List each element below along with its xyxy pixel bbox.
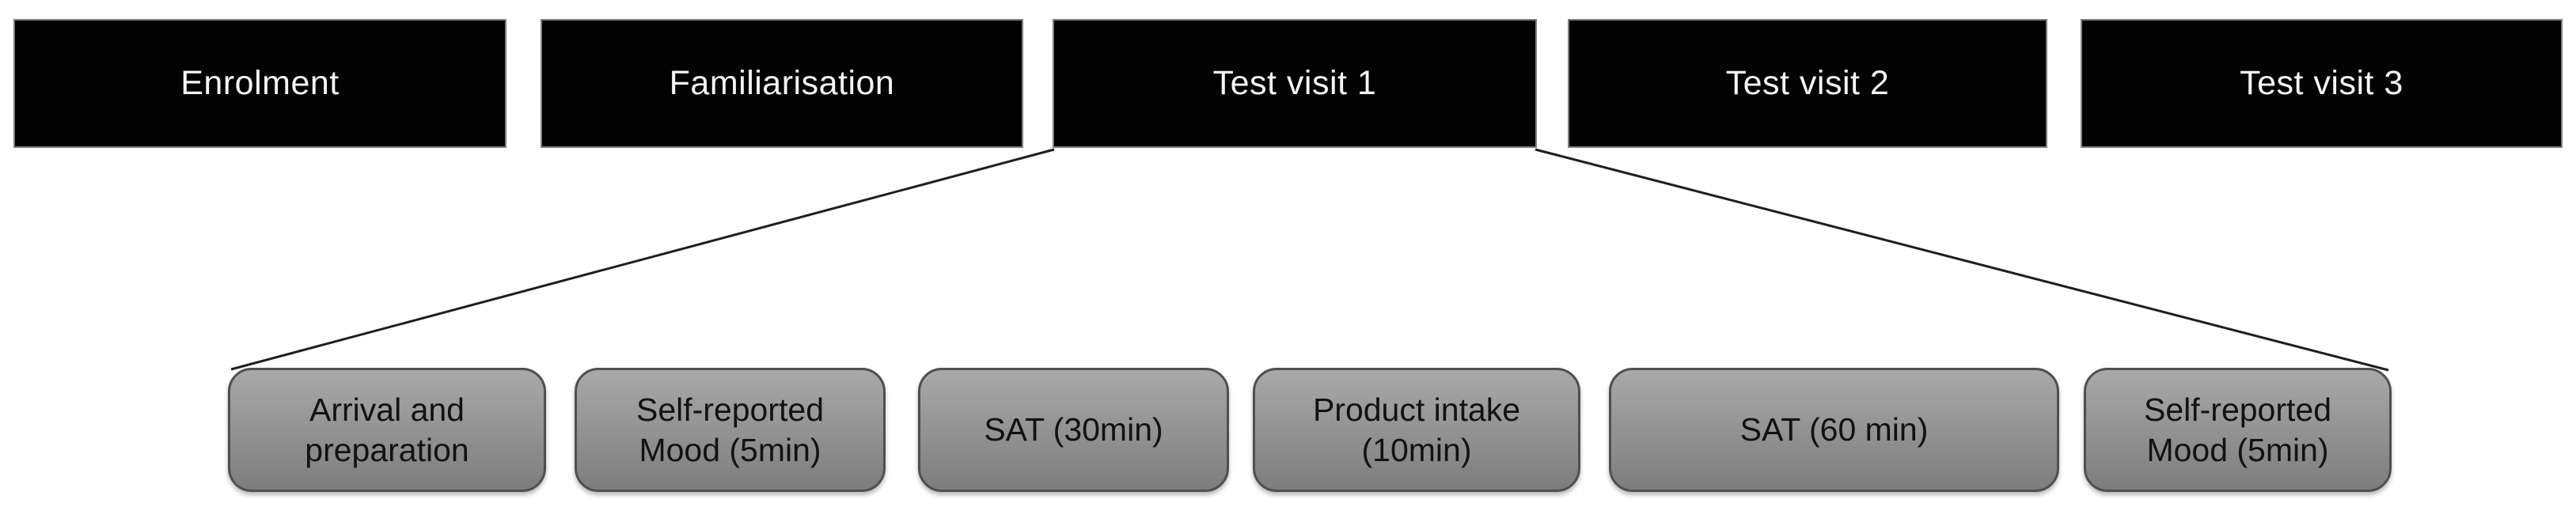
- stage-box-test-visit-3: Test visit 3: [2081, 19, 2563, 148]
- step-box-arrival-and-preparation: Arrival and preparation: [228, 368, 546, 492]
- stage-box-test-visit-1: Test visit 1: [1053, 19, 1537, 148]
- stage-label: Test visit 3: [2240, 64, 2403, 102]
- step-label: SAT (60 min): [1739, 411, 1929, 448]
- step-box-self-reported-mood-2: Self-reported Mood (5min): [2084, 368, 2392, 492]
- connector-line-right: [1535, 148, 2389, 372]
- step-label: Product intake (10min): [1312, 392, 1521, 468]
- step-label: Self-reported Mood (5min): [635, 392, 824, 468]
- stage-box-enrolment: Enrolment: [13, 19, 506, 148]
- stage-label: Enrolment: [180, 64, 340, 102]
- stage-label: Familiarisation: [669, 64, 895, 102]
- stage-label: Test visit 1: [1212, 64, 1377, 102]
- step-label: Arrival and preparation: [305, 392, 469, 468]
- stage-box-test-visit-2: Test visit 2: [1568, 19, 2047, 148]
- step-label: Self-reported Mood (5min): [2143, 392, 2331, 468]
- step-label: SAT (30min): [984, 411, 1163, 448]
- step-box-self-reported-mood-1: Self-reported Mood (5min): [575, 368, 886, 492]
- step-box-product-intake: Product intake (10min): [1253, 368, 1580, 492]
- step-box-sat-30min: SAT (30min): [918, 368, 1229, 492]
- stage-label: Test visit 2: [1725, 64, 1890, 102]
- step-box-sat-60min: SAT (60 min): [1609, 368, 2059, 492]
- connector-line-left: [230, 148, 1055, 371]
- stage-box-familiarisation: Familiarisation: [541, 19, 1023, 148]
